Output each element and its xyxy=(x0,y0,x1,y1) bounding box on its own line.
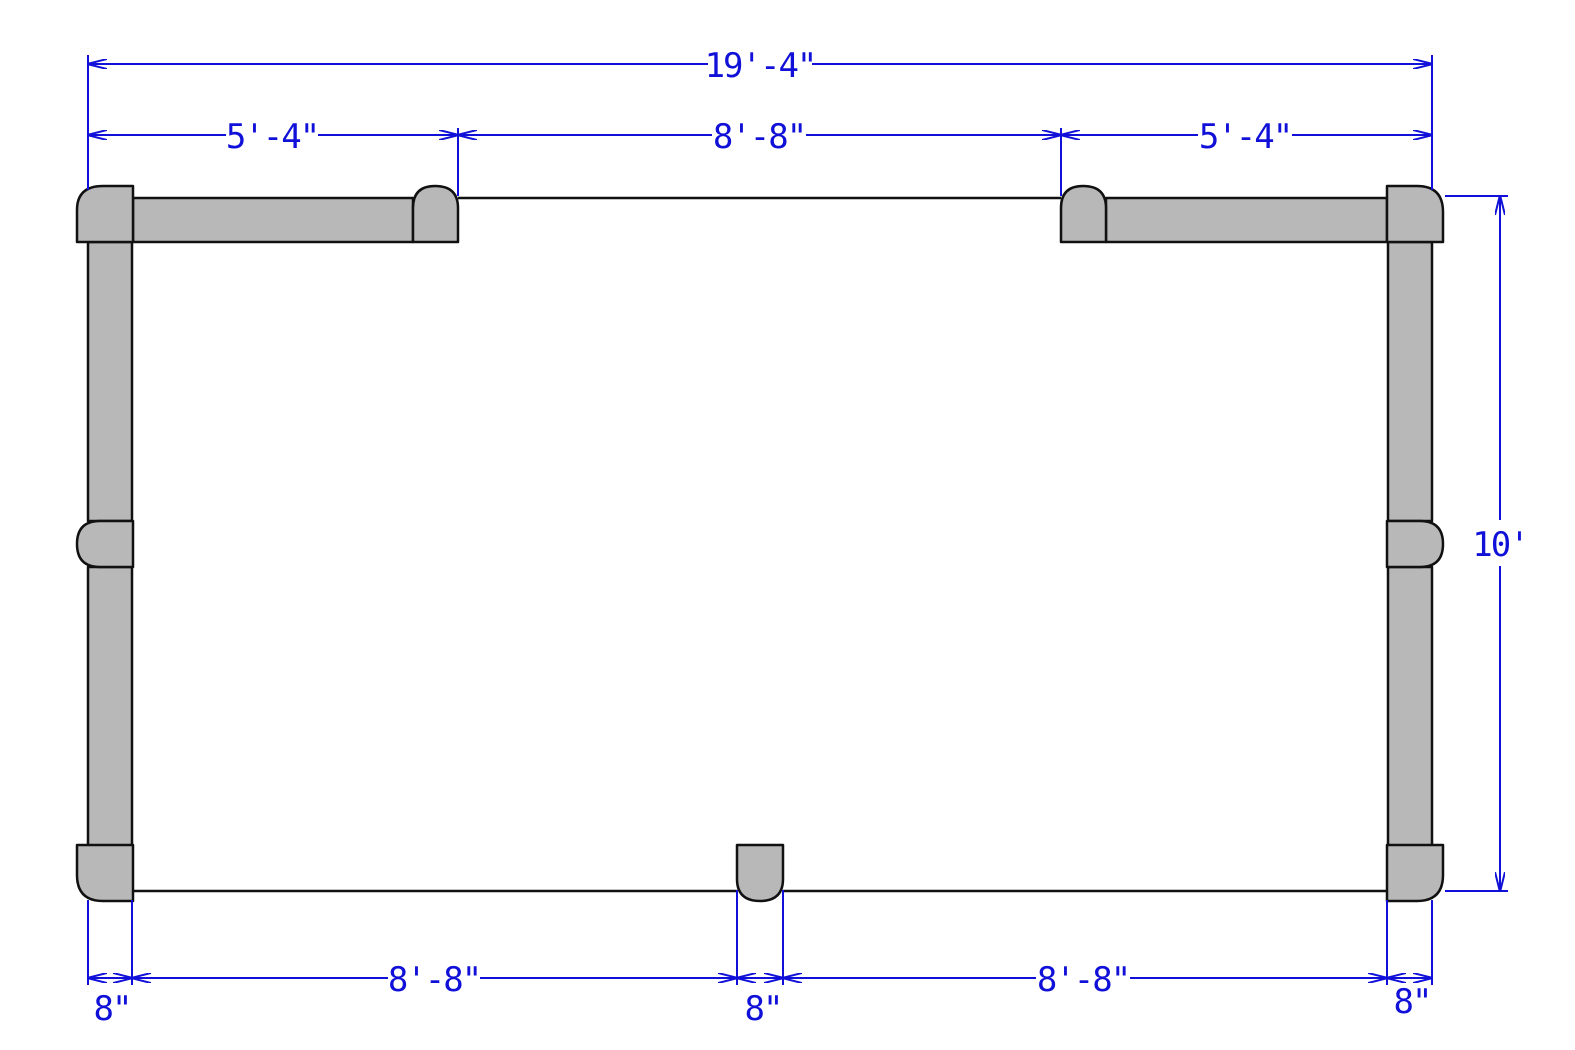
line-post-right-middle xyxy=(1385,519,1445,569)
left-rail-lower xyxy=(86,565,134,848)
dim-top-opening: 8'-8" xyxy=(713,117,805,157)
dim-overall-width: 19'-4" xyxy=(705,46,816,86)
corner-post-bottom-left xyxy=(75,843,135,903)
dim-top-left-run: 5'-4" xyxy=(226,117,318,157)
line-post-bottom-center xyxy=(735,843,785,903)
dim-bottom-left-post: 8" xyxy=(94,989,131,1029)
gate-post-top-right xyxy=(1059,184,1108,244)
dim-bottom-right-span: 8'-8" xyxy=(1037,960,1129,1000)
top-right-rail xyxy=(1104,196,1389,244)
right-rail-lower xyxy=(1386,565,1434,848)
dim-bottom-center-post: 8" xyxy=(745,989,782,1029)
left-rail-upper xyxy=(86,240,134,523)
right-rail-upper xyxy=(1386,240,1434,523)
gate-post-top-left xyxy=(411,184,460,244)
dim-bottom-right-post: 8" xyxy=(1394,982,1431,1022)
corner-post-bottom-right xyxy=(1385,843,1445,903)
corner-post-top-right xyxy=(1385,184,1445,244)
dimension-labels: 19'-4" 5'-4" 8'-8" 5'-4" 10' 8" 8'-8" 8"… xyxy=(94,46,1530,1029)
corner-post-top-left xyxy=(75,184,135,244)
dim-bottom-left-span: 8'-8" xyxy=(388,960,480,1000)
line-post-left-middle xyxy=(75,519,135,569)
dim-top-right-run: 5'-4" xyxy=(1199,117,1291,157)
dimension-lines xyxy=(88,64,1500,978)
fence-structure xyxy=(75,184,1445,903)
dim-height: 10' xyxy=(1472,525,1527,565)
extension-lines xyxy=(87,55,1508,985)
top-left-rail xyxy=(131,196,415,244)
